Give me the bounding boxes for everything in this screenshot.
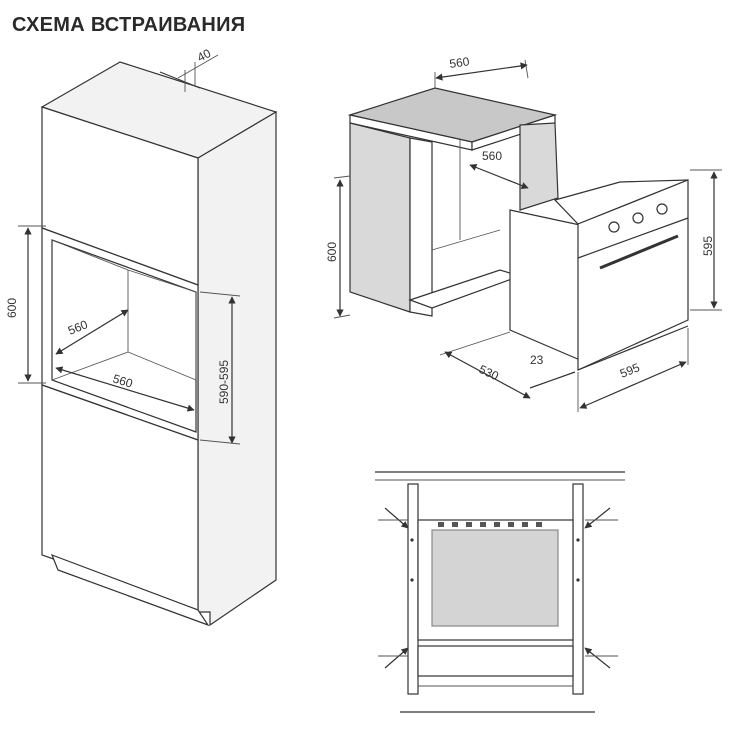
dim-height-590-595: 590-595	[217, 360, 231, 404]
dim-niche-width-560: 560	[448, 54, 470, 71]
dim-oven-front-23: 23	[530, 353, 544, 367]
dim-niche-height-600: 600	[325, 242, 339, 262]
niche-dimensions: 560 560 600	[325, 54, 529, 319]
knob-icon	[632, 212, 644, 224]
oven	[509, 179, 689, 371]
dim-width-560: 560	[111, 371, 135, 390]
front-section-view	[375, 471, 625, 713]
knob-icon	[656, 203, 668, 215]
knob-icon	[608, 221, 620, 233]
vent-slots	[438, 522, 542, 527]
dim-height-600: 600	[5, 298, 19, 318]
dim-top-40: 40	[195, 46, 214, 65]
dim-oven-width-595: 595	[618, 360, 642, 381]
tall-cabinet	[40, 61, 278, 627]
cabinet-dimensions: 40 600 560 560 590-595	[5, 46, 241, 445]
oven-dimensions: 595 530 23 595	[439, 169, 722, 412]
dim-niche-depth-560: 560	[482, 149, 502, 163]
dim-oven-height-595: 595	[701, 236, 715, 256]
niche-box	[347, 87, 559, 317]
diagram-title: СХЕМА ВСТРАИВАНИЯ	[12, 14, 246, 36]
